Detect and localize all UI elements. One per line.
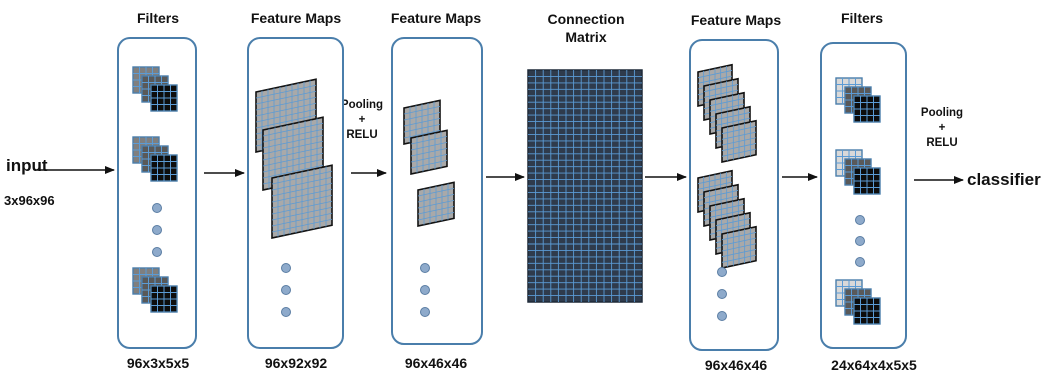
feature-map-large bbox=[271, 164, 333, 239]
ellipsis-dot bbox=[855, 215, 865, 225]
plus-label-2: + bbox=[938, 122, 946, 134]
stage-4-title: Connection Matrix bbox=[547, 11, 625, 45]
ellipsis-dot bbox=[281, 307, 291, 317]
filter-stack-1 bbox=[132, 66, 178, 112]
pooling-relu-label-2: Pooling + RELU bbox=[921, 106, 963, 151]
ellipsis-dot bbox=[152, 203, 162, 213]
filter-stack-3 bbox=[132, 267, 178, 313]
connection-matrix bbox=[527, 69, 643, 303]
pooling-label-1: Pooling bbox=[340, 99, 384, 111]
stage-6-title: Filters bbox=[840, 10, 884, 26]
relu-label-2: RELU bbox=[926, 137, 958, 149]
filter-stack-4 bbox=[835, 77, 881, 123]
classifier-label: classifier bbox=[967, 170, 1041, 189]
pooling-relu-label-1: Pooling + RELU bbox=[341, 98, 383, 143]
ellipsis-dot bbox=[717, 267, 727, 277]
filter-stack-6 bbox=[835, 279, 881, 325]
stage-5-dims: 96x46x46 bbox=[704, 357, 768, 373]
filters-panel-2 bbox=[820, 42, 907, 349]
ellipsis-dot bbox=[152, 225, 162, 235]
pooling-label-2: Pooling bbox=[920, 107, 964, 119]
ellipsis-dot bbox=[717, 289, 727, 299]
feature-map bbox=[721, 119, 757, 163]
ellipsis-dot bbox=[420, 263, 430, 273]
stage-1-dims: 96x3x5x5 bbox=[126, 355, 190, 371]
ellipsis-dot bbox=[855, 257, 865, 267]
stage-3-dims: 96x46x46 bbox=[404, 355, 468, 371]
ellipsis-dot bbox=[152, 247, 162, 257]
feature-map bbox=[721, 225, 757, 269]
feature-map-pooled bbox=[417, 181, 455, 227]
feature-map-pooled bbox=[410, 129, 448, 175]
filter-stack-2 bbox=[132, 136, 178, 182]
ellipsis-dot bbox=[281, 285, 291, 295]
filter-stack-5 bbox=[835, 149, 881, 195]
stage-1-title: Filters bbox=[136, 10, 180, 26]
relu-label-1: RELU bbox=[346, 129, 378, 141]
stage-6-dims: 24x64x4x5x5 bbox=[831, 357, 917, 373]
input-dims: 3x96x96 bbox=[4, 193, 55, 208]
stage-3-title: Feature Maps bbox=[390, 10, 482, 26]
stage-2-dims: 96x92x92 bbox=[264, 355, 328, 371]
plus-label-1: + bbox=[358, 114, 366, 126]
ellipsis-dot bbox=[420, 285, 430, 295]
ellipsis-dot bbox=[420, 307, 430, 317]
ellipsis-dot bbox=[855, 236, 865, 246]
ellipsis-dot bbox=[717, 311, 727, 321]
stage-5-title: Feature Maps bbox=[690, 12, 782, 28]
ellipsis-dot bbox=[281, 263, 291, 273]
stage-2-title: Feature Maps bbox=[250, 10, 342, 26]
